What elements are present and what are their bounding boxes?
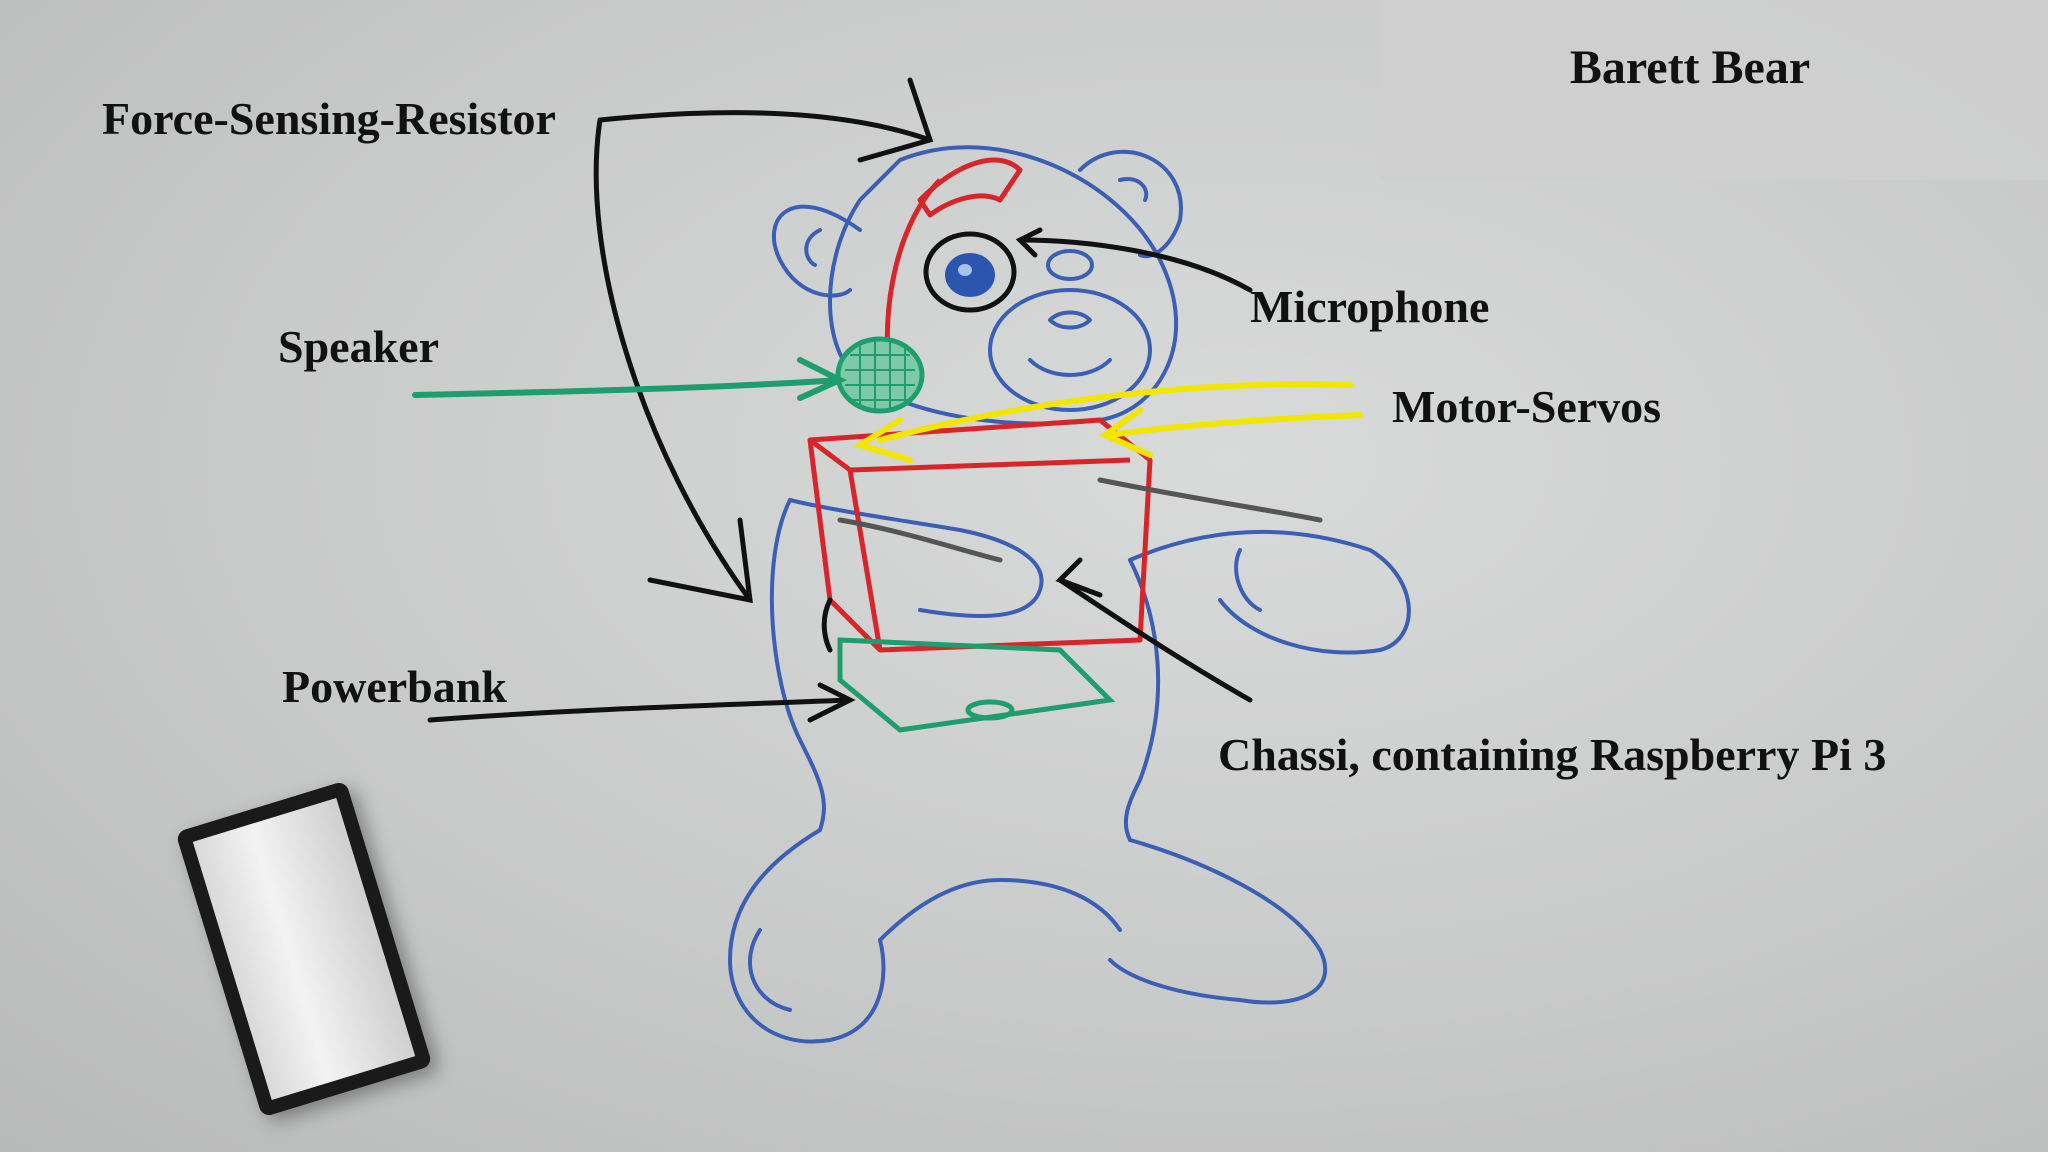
servo-arrows (852, 381, 1363, 463)
speaker-grill (835, 336, 925, 414)
label-speaker: Speaker (278, 321, 439, 372)
label-powerbank: Powerbank (282, 661, 507, 712)
title-box (1380, 0, 2048, 180)
label-chassis: Chassi, containing Raspberry Pi 3 (1218, 729, 1887, 780)
microphone-eye (923, 231, 1017, 313)
pointer-arrows (427, 77, 1323, 723)
speaker-arrow (412, 357, 847, 401)
powerbank-drawing (837, 637, 1116, 733)
label-microphone: Microphone (1250, 281, 1490, 332)
bear-outline (728, 145, 1411, 1044)
label-force-sensing-resistor: Force-Sensing-Resistor (102, 93, 556, 144)
diagram-title: Barett Bear (1569, 41, 1811, 94)
label-motor-servos: Motor-Servos (1392, 381, 1662, 432)
